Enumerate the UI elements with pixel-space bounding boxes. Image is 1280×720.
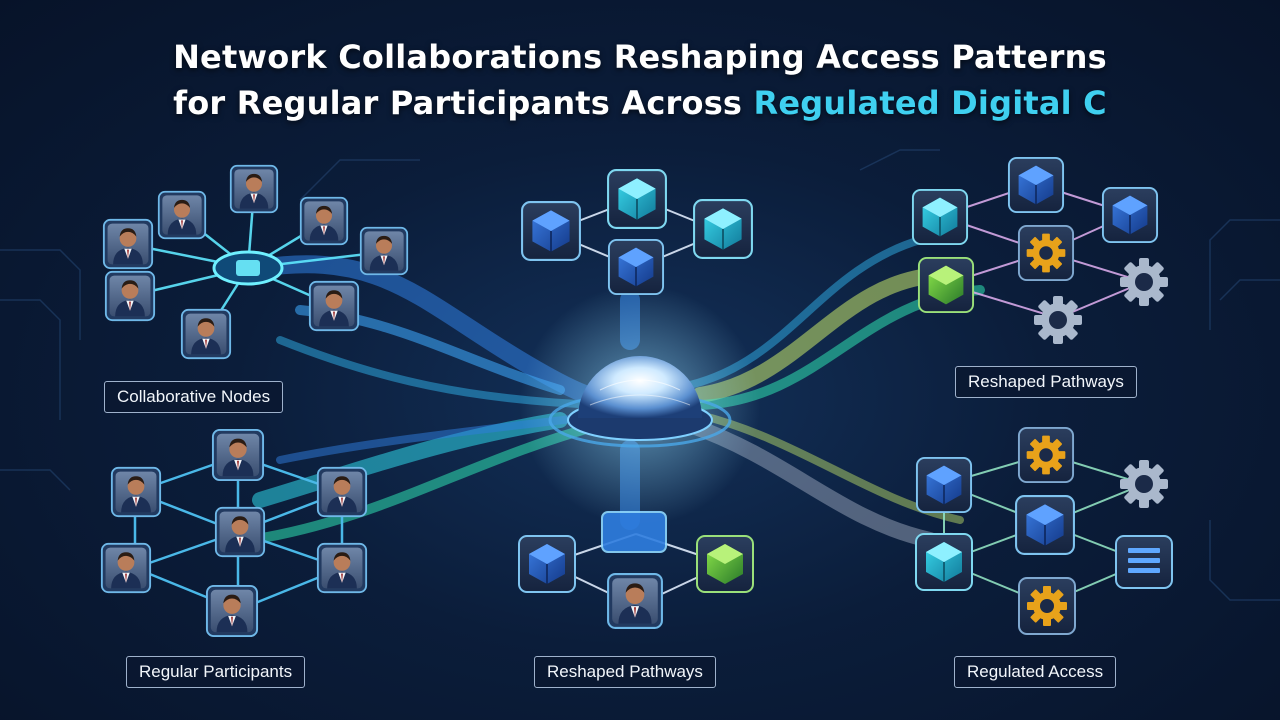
cube-module-icon	[607, 169, 667, 229]
title-line-2: for Regular Participants Across Regulate…	[0, 80, 1280, 126]
reshaped-pathways-modules	[911, 156, 1168, 344]
circuit-background	[0, 149, 1280, 601]
title-line-2-accent: Regulated Digital C	[753, 84, 1107, 122]
label-regulated-access: Regulated Access	[954, 656, 1117, 688]
central-hub	[520, 285, 760, 525]
label-reshaped-pathways-bottom: Reshaped Pathways	[534, 656, 716, 688]
bottom-center-modules	[517, 511, 755, 629]
top-center-modules	[521, 169, 753, 296]
title-line-2-prefix: for Regular Participants Across	[173, 84, 754, 122]
label-collaborative-nodes: Collaborative Nodes	[104, 381, 284, 413]
collaborative-nodes-cluster	[102, 164, 409, 360]
page-title: Network Collaborations Reshaping Access …	[0, 34, 1280, 126]
title-line-1: Network Collaborations Reshaping Access …	[173, 38, 1107, 76]
gear-icon	[1017, 224, 1075, 282]
regulated-access-modules	[915, 426, 1173, 636]
regular-participants-cluster	[100, 428, 368, 638]
glowing-globe-hub-icon	[578, 356, 702, 418]
label-reshaped-pathways-right: Reshaped Pathways	[955, 366, 1137, 398]
label-regular-participants: Regular Participants	[126, 656, 306, 688]
